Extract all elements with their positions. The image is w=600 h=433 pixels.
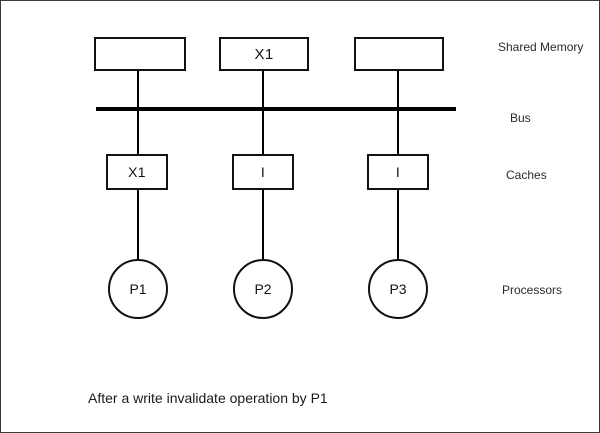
cache-block-2[interactable]: I — [232, 154, 294, 190]
row-label-bus: Bus — [510, 111, 531, 125]
bus-line — [96, 107, 456, 111]
processor-node-3-label: P3 — [389, 281, 407, 297]
row-label-shared-memory: Shared Memory — [498, 40, 584, 54]
diagram-caption: After a write invalidate operation by P1 — [88, 390, 328, 406]
connector-bus-cache-3 — [397, 109, 399, 156]
connector-bus-cache-2 — [262, 109, 264, 156]
connector-cache-processor-2 — [262, 190, 264, 260]
processor-node-1[interactable]: P1 — [108, 259, 168, 319]
processor-node-2[interactable]: P2 — [233, 259, 293, 319]
connector-memory-bus-1 — [137, 71, 139, 111]
processor-node-1-label: P1 — [129, 281, 147, 297]
row-label-caches: Caches — [506, 168, 547, 182]
processor-node-3[interactable]: P3 — [368, 259, 428, 319]
shared-memory-block-2[interactable]: X1 — [219, 37, 309, 71]
connector-bus-cache-1 — [137, 109, 139, 156]
connector-cache-processor-3 — [397, 190, 399, 260]
processor-node-2-label: P2 — [254, 281, 272, 297]
cache-block-1[interactable]: X1 — [106, 154, 168, 190]
shared-memory-block-1[interactable] — [94, 37, 186, 71]
connector-memory-bus-3 — [397, 71, 399, 111]
cache-block-1-label: X1 — [128, 164, 146, 180]
connector-cache-processor-1 — [137, 190, 139, 260]
shared-memory-block-2-label: X1 — [254, 45, 274, 63]
connector-memory-bus-2 — [262, 71, 264, 111]
cache-block-3[interactable]: I — [367, 154, 429, 190]
row-label-processors: Processors — [502, 283, 563, 297]
shared-memory-block-3[interactable] — [354, 37, 444, 71]
cache-block-2-label: I — [260, 164, 266, 180]
cache-block-3-label: I — [395, 164, 401, 180]
